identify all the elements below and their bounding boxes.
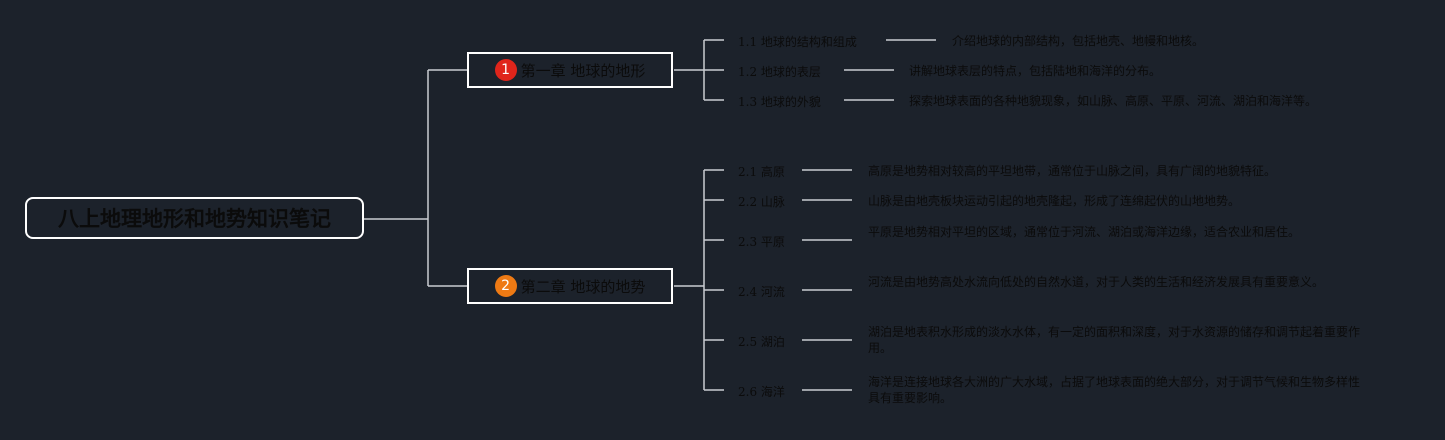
chapter-title: 第二章 地球的地势 (520, 277, 646, 296)
topic-node-2-3[interactable]: 2.3 平原 (738, 235, 785, 249)
chapter-title: 第一章 地球的地形 (520, 61, 646, 80)
chapter-number-badge: 1 (494, 59, 517, 81)
topic-node-2-5[interactable]: 2.5 湖泊 (738, 335, 785, 349)
chapter-node-2[interactable]: 2 第二章 地球的地势 (467, 268, 673, 304)
topic-node-2-6[interactable]: 2.6 海洋 (738, 385, 785, 399)
topic-node-2-1[interactable]: 2.1 高原 (738, 165, 785, 179)
chapter-number-badge: 2 (494, 275, 517, 297)
topic-description: 介绍地球的内部结构，包括地壳、地幔和地核。 (952, 34, 1205, 48)
topic-description: 讲解地球表层的特点，包括陆地和海洋的分布。 (909, 64, 1162, 78)
chapter-node-1[interactable]: 1 第一章 地球的地形 (467, 52, 673, 88)
topic-node-1-1[interactable]: 1.1 地球的结构和组成 (738, 35, 857, 49)
topic-description: 海洋是连接地球各大洲的广大水域，占据了地球表面的绝大部分，对于调节气候和生物多样… (868, 375, 1361, 405)
root-node[interactable]: 八上地理地形和地势知识笔记 (25, 197, 364, 239)
topic-node-2-2[interactable]: 2.2 山脉 (738, 195, 785, 209)
topic-description: 探索地球表面的各种地貌现象，如山脉、高原、平原、河流、湖泊和海洋等。 (909, 94, 1318, 108)
topic-description: 高原是地势相对较高的平坦地带，通常位于山脉之间，具有广阔的地貌特征。 (868, 164, 1277, 178)
topic-node-1-2[interactable]: 1.2 地球的表层 (738, 65, 821, 79)
topic-description: 山脉是由地壳板块运动引起的地壳隆起，形成了连绵起伏的山地地势。 (868, 194, 1241, 208)
topic-description: 河流是由地势高处水流向低处的自然水道，对于人类的生活和经济发展具有重要意义。 (868, 275, 1325, 289)
topic-node-1-3[interactable]: 1.3 地球的外貌 (738, 95, 821, 109)
root-title: 八上地理地形和地势知识笔记 (58, 207, 331, 231)
topic-description: 湖泊是地表积水形成的淡水水体，有一定的面积和深度，对于水资源的储存和调节起着重要… (868, 325, 1361, 355)
topic-description: 平原是地势相对平坦的区域，通常位于河流、湖泊或海洋边缘，适合农业和居住。 (868, 225, 1301, 239)
topic-node-2-4[interactable]: 2.4 河流 (738, 285, 785, 299)
